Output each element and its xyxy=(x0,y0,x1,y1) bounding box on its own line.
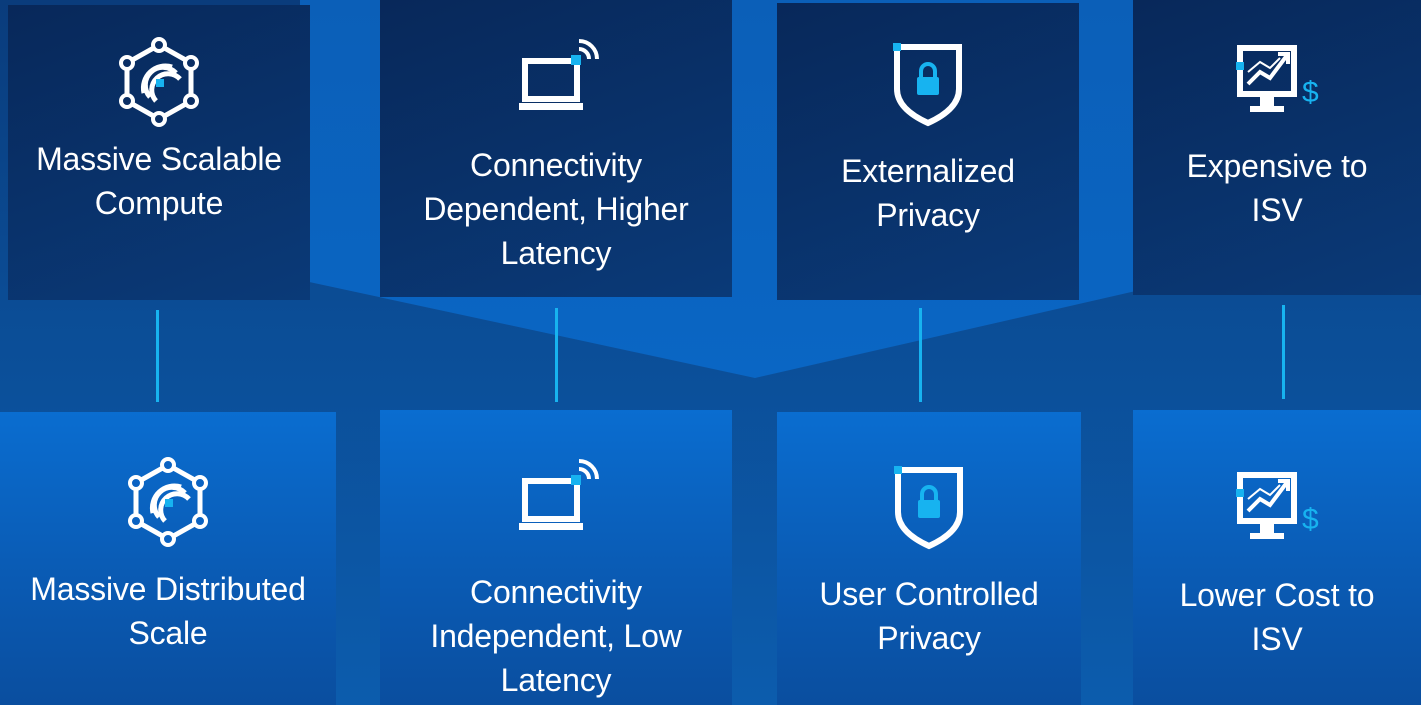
laptop-wireless-icon xyxy=(519,459,599,530)
tile-scalable-compute: Massive Scalable Compute xyxy=(8,5,310,300)
laptop-wireless-icon xyxy=(519,39,599,110)
connector-line xyxy=(919,308,922,402)
tile-label: Externalized Privacy xyxy=(841,153,1015,233)
monitor-chart-dollar-icon xyxy=(1236,45,1297,112)
tile-label: User Controlled Privacy xyxy=(819,576,1039,656)
dollar-icon: $ xyxy=(1302,503,1319,536)
tile-connectivity-dependent: Connectivity Dependent, Higher Latency xyxy=(380,0,732,297)
connector-line xyxy=(555,308,558,402)
tile-label: Connectivity Independent, Low Latency xyxy=(430,574,682,698)
network-hexagon-icon xyxy=(119,37,199,127)
dollar-icon: $ xyxy=(1302,76,1319,109)
network-hexagon-icon xyxy=(128,457,208,547)
tile-user-controlled-privacy: User Controlled Privacy xyxy=(777,412,1081,705)
tile-label: Massive Scalable Compute xyxy=(36,141,282,221)
tile-label: Expensive to ISV xyxy=(1186,148,1368,228)
tile-label: Connectivity Dependent, Higher Latency xyxy=(423,147,689,271)
icon-wrap: $ xyxy=(1222,38,1332,128)
tile-label: Massive Distributed Scale xyxy=(30,571,306,651)
monitor-chart-dollar-icon xyxy=(1236,472,1297,539)
tile-label: Lower Cost to ISV xyxy=(1179,577,1375,657)
tile-externalized-privacy: Externalized Privacy xyxy=(777,3,1079,300)
tile-lower-cost-isv: $ Lower Cost to ISV xyxy=(1133,410,1421,705)
icon-wrap: $ xyxy=(1222,465,1332,555)
shield-lock-icon xyxy=(894,466,963,550)
tile-distributed-scale: Massive Distributed Scale xyxy=(0,412,336,705)
connector-line xyxy=(1282,305,1285,399)
tile-expensive-isv: $ Expensive to ISV xyxy=(1133,0,1421,295)
shield-lock-icon xyxy=(893,43,962,127)
connector-line xyxy=(156,310,159,402)
tile-connectivity-independent: Connectivity Independent, Low Latency xyxy=(380,410,732,705)
